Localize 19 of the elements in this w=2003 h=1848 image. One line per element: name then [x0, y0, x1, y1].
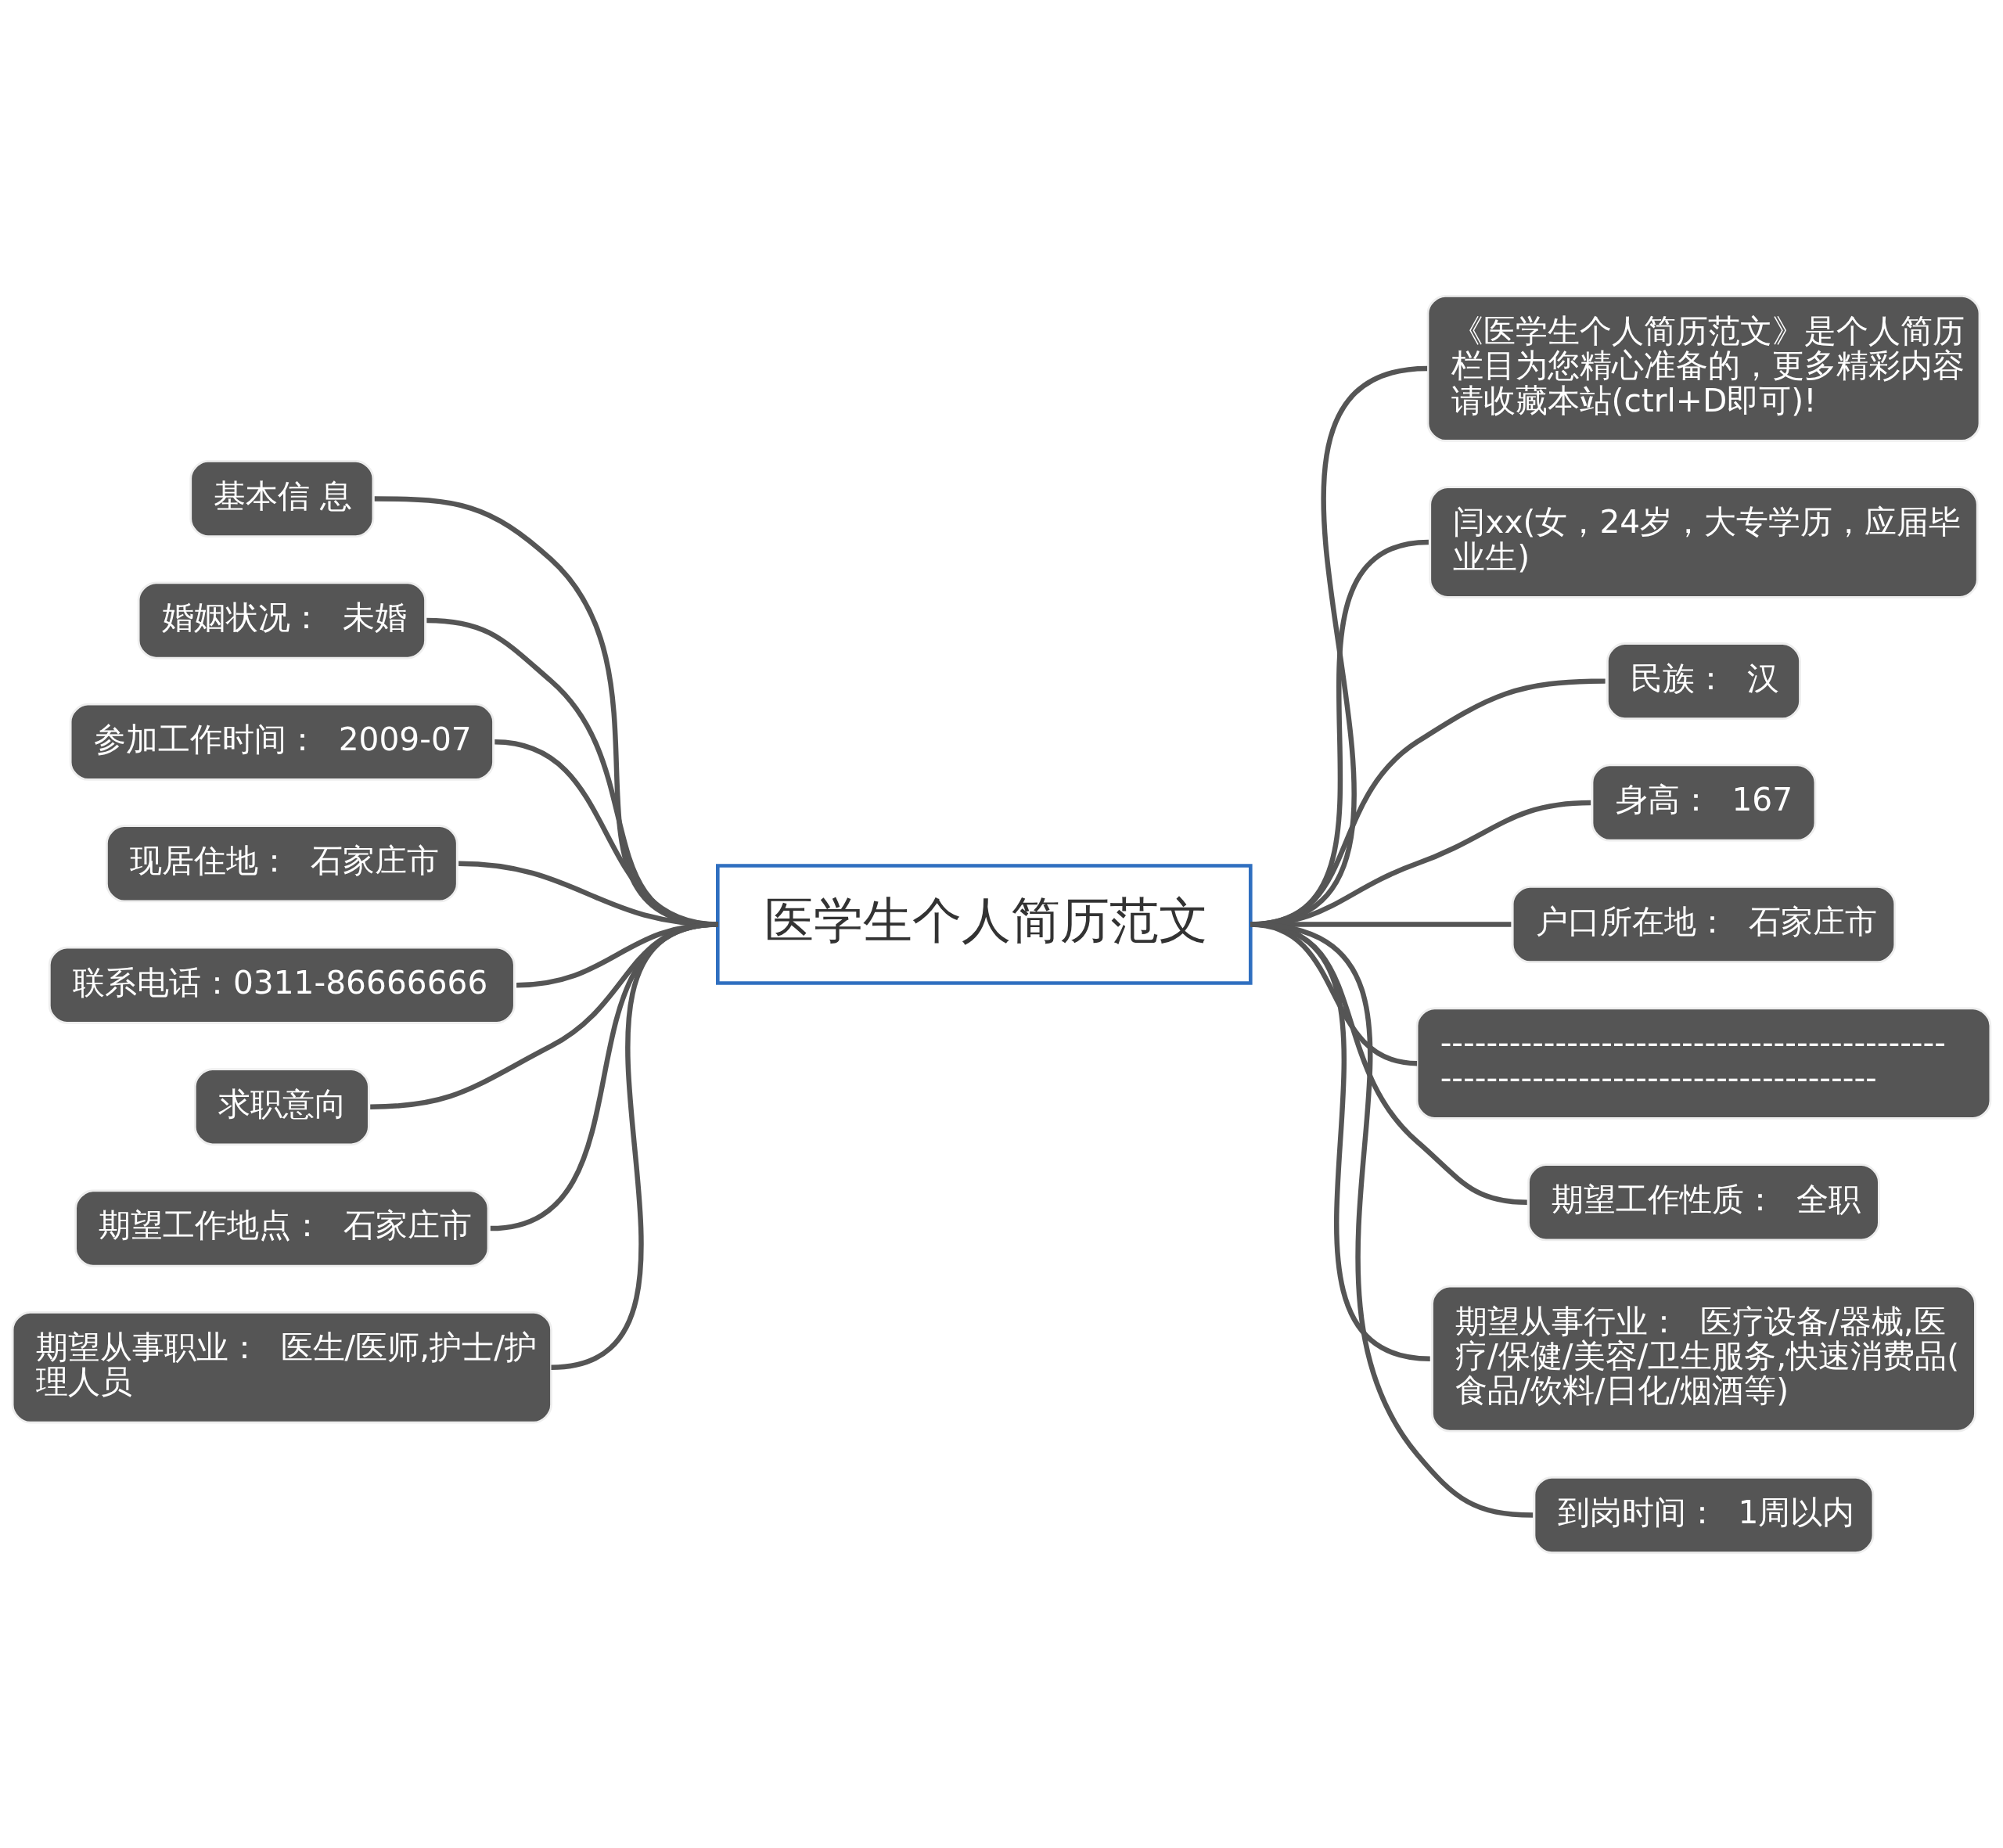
node-box: 到岗时间： 1周以内	[1533, 1476, 1875, 1554]
node-box: 参加工作时间： 2009-07	[69, 703, 494, 781]
connector	[1250, 921, 1534, 1518]
node-box: 基本信 息	[189, 459, 375, 538]
node-box: 医学生个人简历范文	[716, 863, 1253, 985]
node-box: 户口所在地： 石家庄市	[1511, 885, 1897, 963]
node-box: 闫xx(女，24岁，大专学历，应届毕业生)	[1429, 485, 1979, 599]
node-box: 期望工作地点： 石家庄市	[74, 1189, 490, 1267]
node-box: ----------------------------------------------------------------------------------	[1415, 1006, 1992, 1120]
node-box: 身高： 167	[1591, 764, 1817, 842]
node-box: 期望工作性质： 全职	[1527, 1163, 1880, 1241]
node-box: 《医学生个人简历范文》是个人简历栏目为您精心准备的，更多精彩内容请收藏本站(ctrl+D即可)!	[1426, 294, 1981, 442]
node-box: 期望从事行业： 医疗设备/器械,医疗/保健/美容/卫生服务,快速消费品(食品/饮料/日化/烟酒等)	[1431, 1285, 1976, 1433]
node-box: 民族： 汉	[1606, 642, 1801, 720]
node-box: 现居住地： 石家庄市	[106, 824, 458, 902]
node-box: 婚姻状况： 未婚	[137, 581, 426, 659]
node-box: 联系电话：0311-86666666	[48, 946, 516, 1024]
node-box: 求职意向	[193, 1067, 370, 1145]
node-box: 期望从事职业： 医生/医师,护士/护理人员	[11, 1310, 552, 1423]
